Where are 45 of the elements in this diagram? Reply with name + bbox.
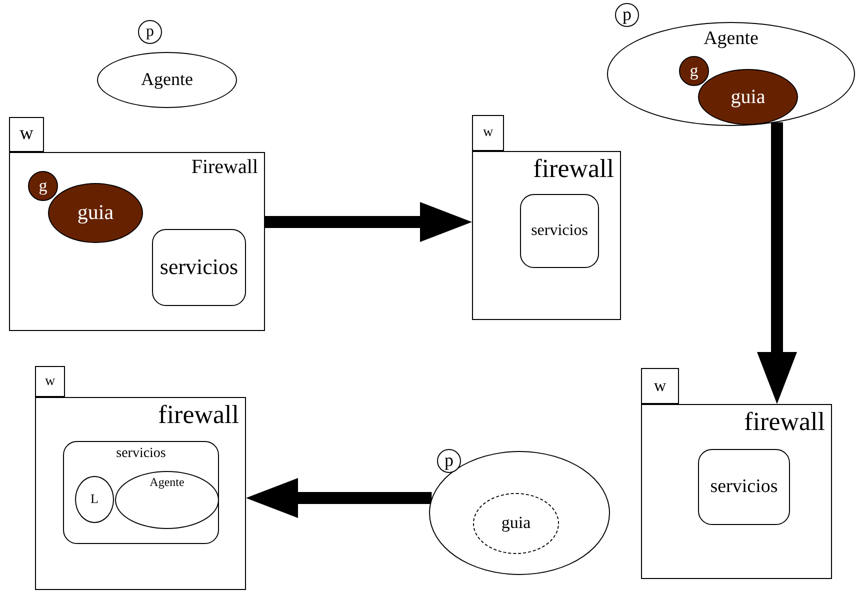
node-label: L xyxy=(90,492,98,507)
rounded-box xyxy=(520,194,599,268)
node-label: servicios xyxy=(160,255,238,280)
label-circle xyxy=(138,20,162,44)
node-label: Agente xyxy=(704,29,758,50)
rounded-box xyxy=(152,229,246,306)
filled-ellipse xyxy=(679,56,709,86)
node-label: w xyxy=(482,125,494,141)
box xyxy=(35,397,246,590)
box xyxy=(641,368,679,404)
node-label: p xyxy=(146,23,154,41)
node-label: servicios xyxy=(531,222,588,240)
node-label: firewall xyxy=(744,408,825,437)
node-label: guia xyxy=(730,86,766,108)
label-circle xyxy=(615,3,639,27)
node-label: w xyxy=(20,124,34,145)
node-label: servicios xyxy=(116,446,166,462)
node-label: firewall xyxy=(533,155,614,184)
node-label: Agente xyxy=(141,70,193,90)
node-label: g xyxy=(690,62,698,80)
rounded-box xyxy=(698,449,790,525)
node-label: Agente xyxy=(150,476,184,490)
node-label: Firewall xyxy=(191,156,258,178)
node-label: guia xyxy=(501,514,531,533)
node-label: p xyxy=(444,451,454,471)
node-label: w xyxy=(44,374,56,390)
node-label: g xyxy=(38,176,48,196)
arrow xyxy=(757,122,797,404)
box xyxy=(472,115,504,151)
filled-ellipse xyxy=(28,171,58,201)
box xyxy=(9,117,44,152)
dashed-ellipse xyxy=(473,493,559,554)
rounded-box xyxy=(63,441,219,544)
box xyxy=(35,366,65,397)
ellipse xyxy=(75,476,114,523)
box xyxy=(472,151,621,320)
node-label: p xyxy=(622,5,632,25)
node-label: guia xyxy=(77,201,114,225)
node-label: servicios xyxy=(710,476,778,498)
node-label: firewall xyxy=(158,401,239,430)
arrow xyxy=(265,202,472,242)
box xyxy=(641,404,832,579)
node-label: w xyxy=(654,376,666,396)
box xyxy=(9,152,265,331)
arrow xyxy=(246,478,432,518)
